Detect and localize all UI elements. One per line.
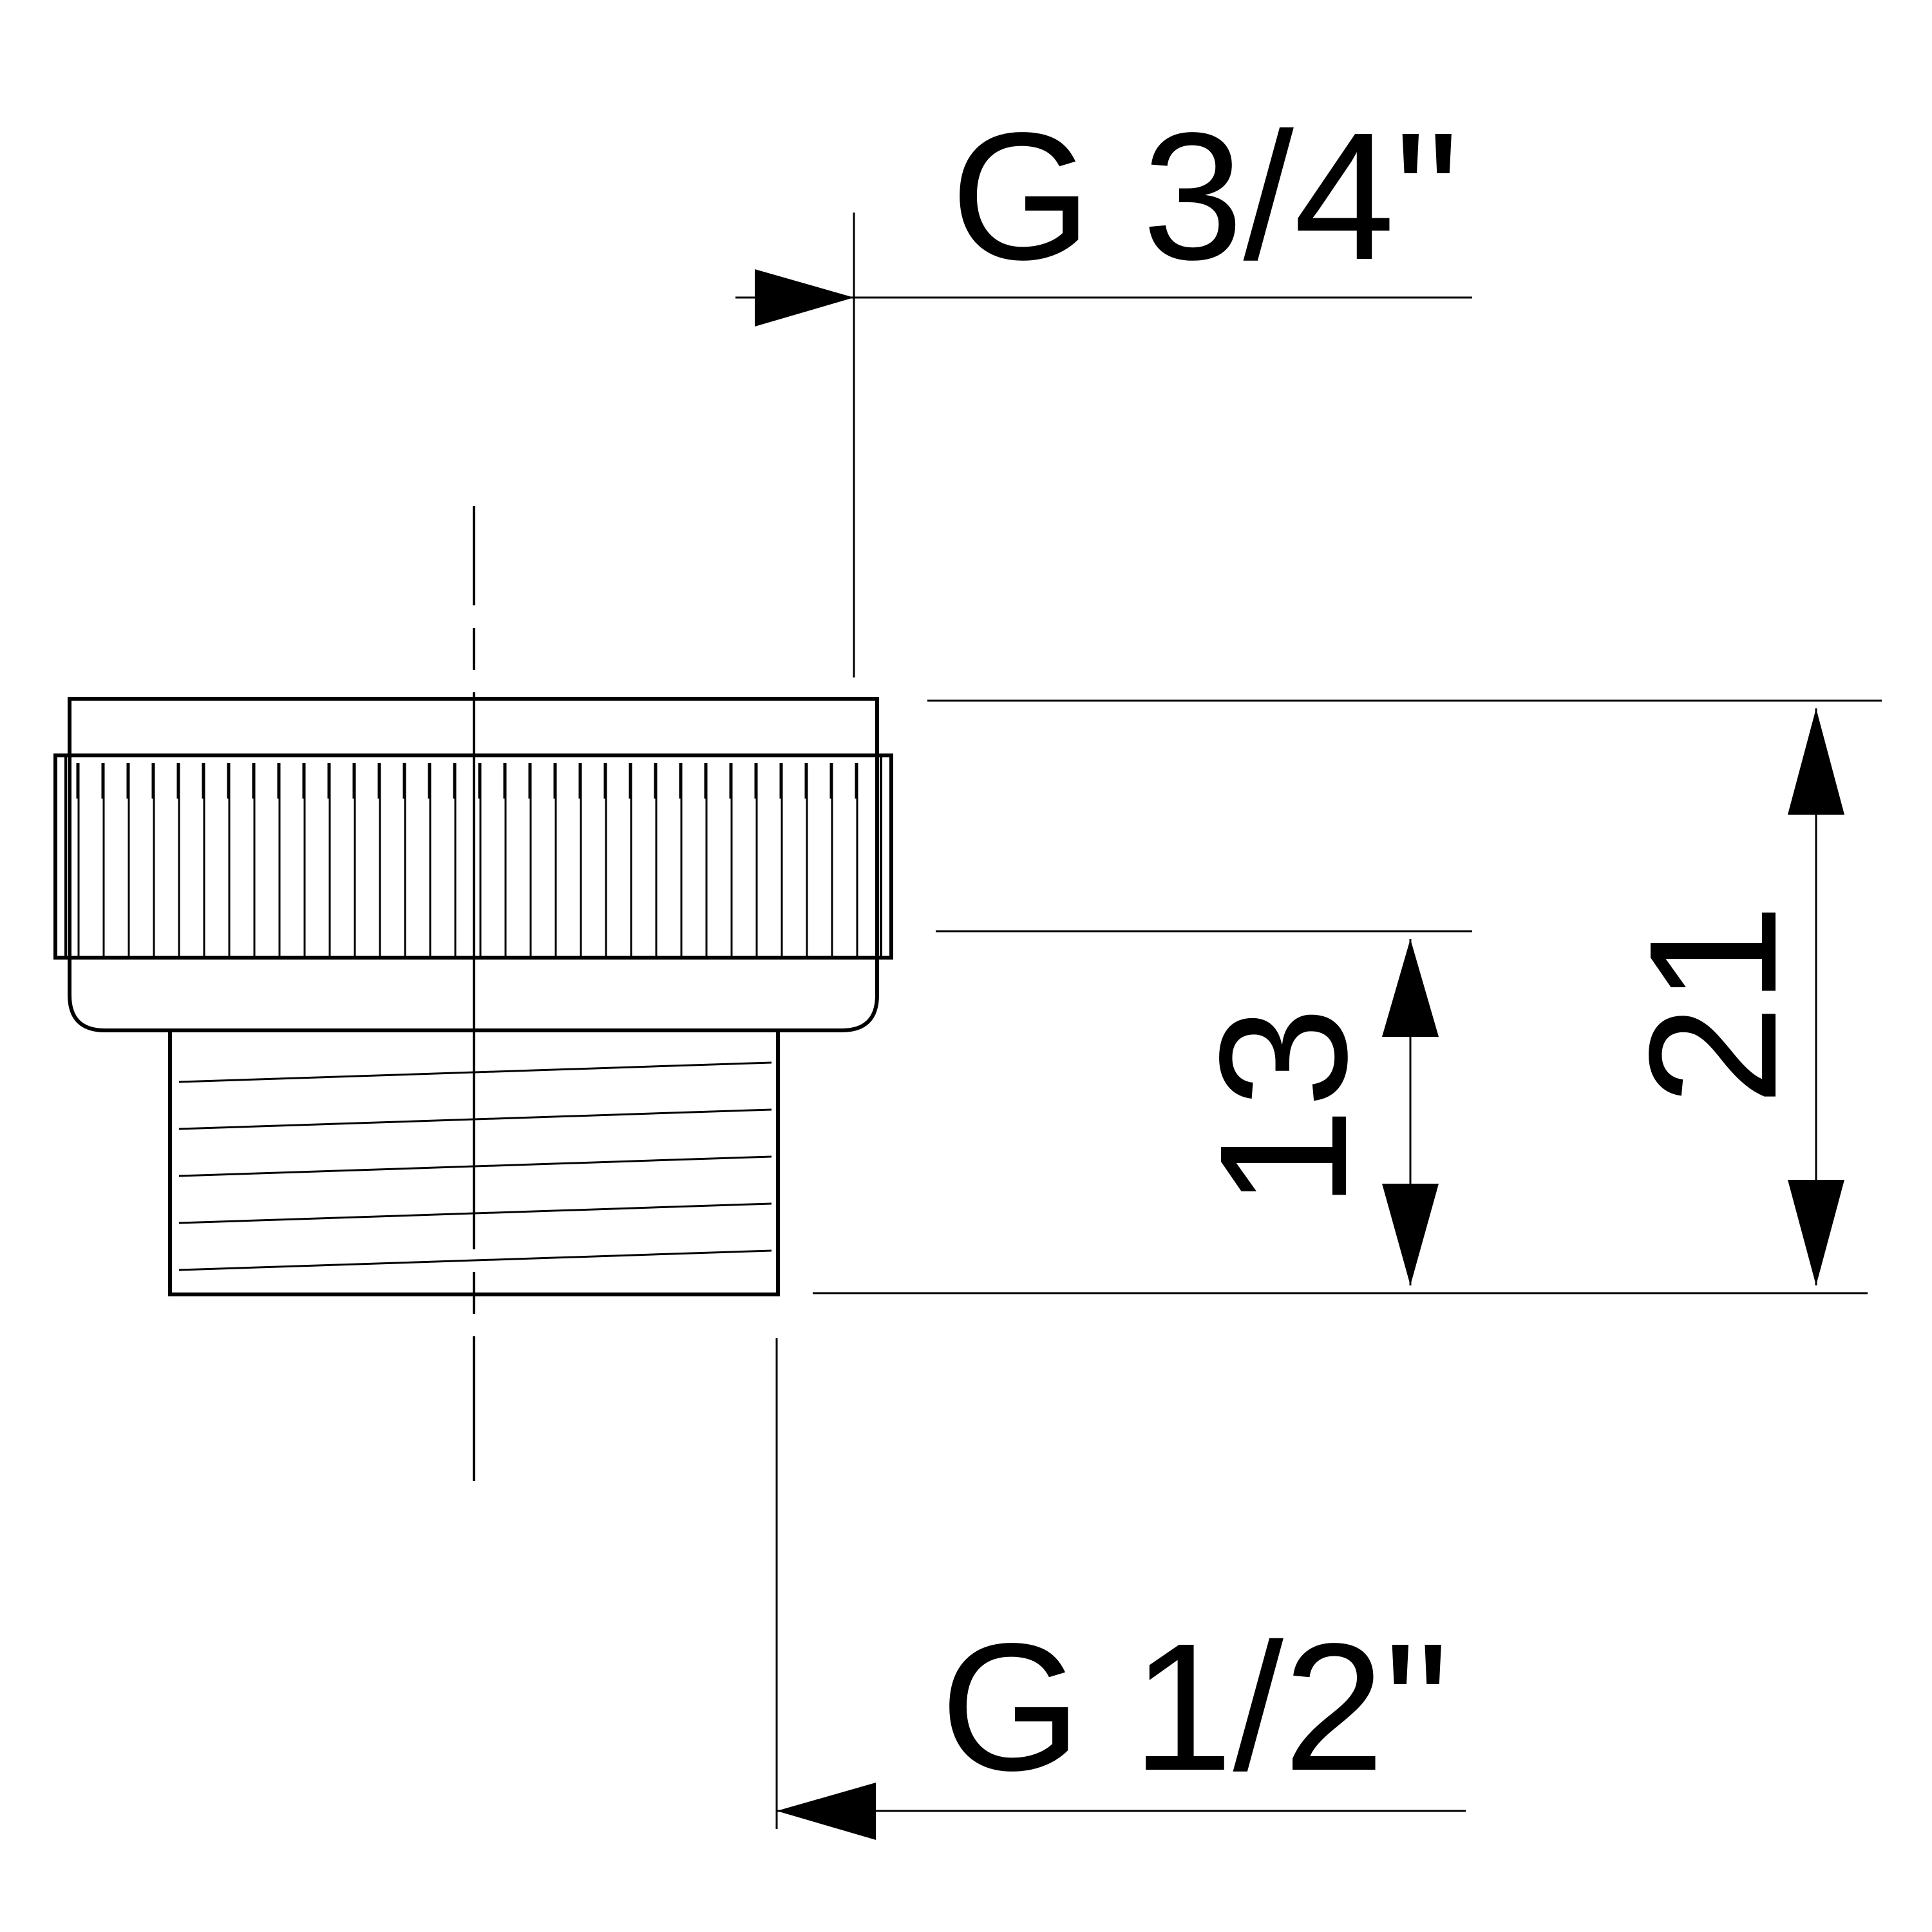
- arrowhead-g12: [777, 1783, 876, 1840]
- dimension-13: 13: [936, 930, 1472, 1285]
- arrowhead-21-bottom: [1788, 1180, 1844, 1285]
- dimension-g12: G 1/2": [775, 1338, 1466, 1840]
- dimension-g34: G 3/4": [735, 95, 1472, 677]
- label-g12: G 1/2": [940, 1605, 1449, 1808]
- arrowhead-21-top: [1788, 708, 1844, 815]
- label-13: 13: [1182, 1007, 1385, 1209]
- arrowhead-13-bottom: [1382, 1184, 1439, 1285]
- label-21: 21: [1611, 904, 1814, 1106]
- nut-body: [68, 697, 879, 1032]
- knurl-lines: [76, 763, 858, 958]
- knurled-band: [53, 753, 893, 960]
- arrowhead-g34: [755, 269, 854, 327]
- label-g34: G 3/4": [951, 95, 1459, 298]
- arrowhead-13-top: [1382, 939, 1439, 1037]
- dimension-21: 21: [813, 699, 1882, 1294]
- threaded-spigot: [168, 1028, 780, 1296]
